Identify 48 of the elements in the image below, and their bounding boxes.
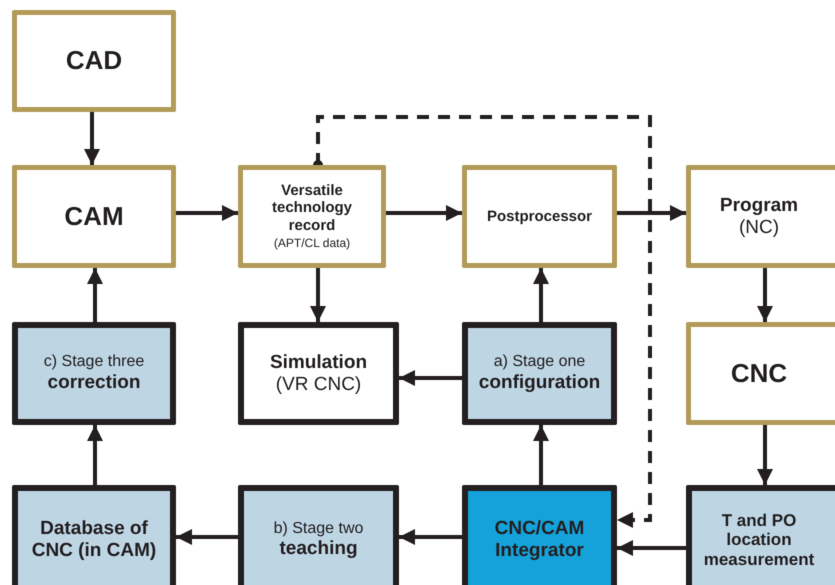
node-title: CAM [64,202,124,232]
stage-box [462,322,617,425]
process-box [686,165,835,268]
stage-box [686,485,835,585]
process-box [12,10,176,112]
node-title: CNC [730,358,788,388]
node-subtitle: (VR CNC) [276,374,362,396]
node-subtitle: configuration [478,372,600,394]
node-subtitle: (APT/CL data) [274,236,350,251]
process-box [12,165,176,268]
node-title: Versatile technology record [270,182,353,234]
process-box [686,322,835,425]
arrow [399,370,462,386]
arrow [310,268,326,322]
node-title: T and PO location measurement [702,510,816,570]
node-title: b) Stage two [274,520,364,538]
arrow [176,205,238,221]
process-box [238,322,399,425]
arrow [617,540,686,556]
arrow [176,529,238,545]
arrow [757,425,773,485]
stage-box [12,485,176,585]
node-subtitle: (NC) [738,216,780,238]
arrow [386,205,462,221]
arrow [617,205,686,221]
node-title: Simulation [270,352,368,374]
arrow [399,529,462,545]
node-subtitle: teaching [279,538,358,560]
stage-box [12,322,176,425]
stage-box [238,485,399,585]
node-title: a) Stage one [494,353,586,372]
arrow [533,425,549,485]
node-title: CAD [66,46,122,76]
node-title: Postprocessor [486,208,592,226]
arrow [757,268,773,322]
node-subtitle: correction [48,372,140,394]
arrow [84,112,100,165]
node-title: c) Stage three [44,353,144,372]
arrow [87,425,103,485]
node-title: Program [720,194,798,216]
arrow [87,268,103,322]
process-box [462,165,617,268]
process-box [238,165,386,268]
node-title: CNC/CAM Integrator [494,518,586,562]
node-title: Database of CNC (in CAM) [30,518,158,562]
integrator-box [462,485,617,585]
dashed-arrow [313,115,652,528]
arrow [533,268,549,322]
